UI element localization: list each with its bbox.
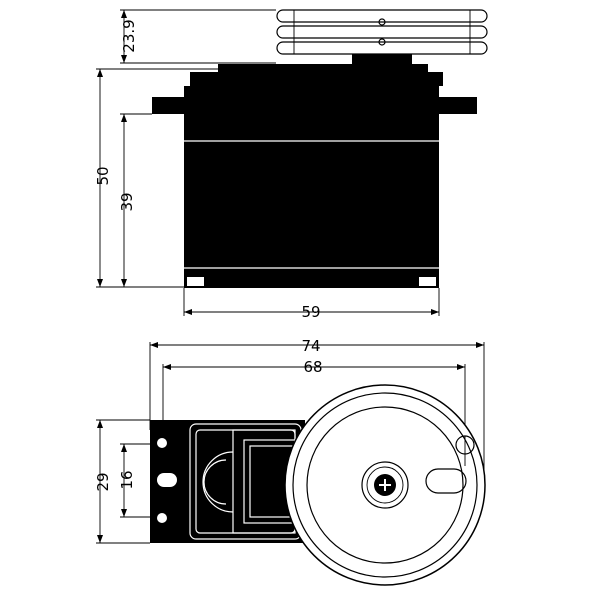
hole-spacing-label: 16 bbox=[118, 470, 136, 489]
mount-span-dimension: 68 bbox=[162, 358, 466, 430]
upper-cover bbox=[190, 72, 443, 86]
servo-base bbox=[184, 274, 439, 288]
output-shaft bbox=[352, 54, 412, 64]
horn-height-label: 23.9 bbox=[120, 19, 138, 52]
mount-hole-bottom bbox=[157, 513, 167, 523]
total-height-label: 50 bbox=[94, 166, 112, 185]
body-width-label: 59 bbox=[301, 303, 320, 321]
round-horn bbox=[284, 384, 486, 586]
mount-depth-dimension: 29 bbox=[94, 419, 150, 544]
mount-span-label: 68 bbox=[303, 358, 322, 376]
horn-disc bbox=[276, 9, 488, 55]
left-mount-flange bbox=[150, 420, 186, 543]
body-width-dimension: 59 bbox=[183, 288, 440, 321]
overall-length-label: 74 bbox=[301, 337, 320, 355]
left-mount-ear bbox=[152, 97, 186, 114]
body-height-dimension: 39 bbox=[118, 113, 152, 287]
body-height-label: 39 bbox=[118, 192, 136, 211]
mount-depth-label: 29 bbox=[94, 472, 112, 491]
mount-hole-top bbox=[157, 438, 167, 448]
servo-body bbox=[184, 86, 439, 285]
total-height-dimension: 50 bbox=[94, 68, 218, 288]
horn-height-dimension: 23.9 bbox=[120, 9, 276, 64]
overall-length-dimension: 74 bbox=[149, 337, 485, 470]
hole-spacing-dimension: 16 bbox=[118, 443, 150, 518]
side-view: 23.9 50 39 59 bbox=[94, 9, 488, 321]
top-step bbox=[218, 64, 428, 72]
plan-view: 74 68 29 16 bbox=[94, 337, 486, 586]
right-mount-ear bbox=[437, 97, 477, 114]
horn-slot bbox=[425, 468, 467, 494]
